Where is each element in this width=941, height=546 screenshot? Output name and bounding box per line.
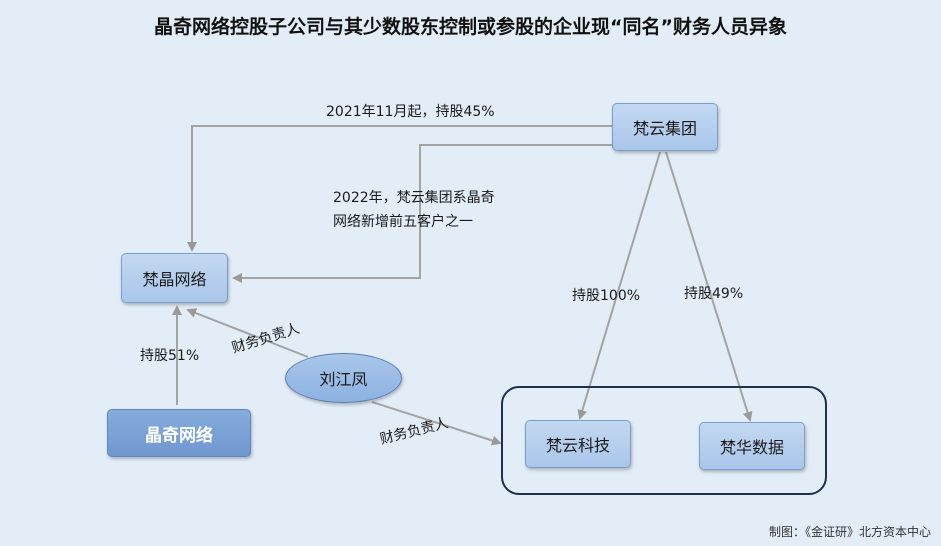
label-top5-customer-line2: 网络新增前五客户之一 <box>333 214 473 230</box>
source-credit: 制图：《金证研》北方资本中心 <box>768 525 931 539</box>
node-fanyun-group: 梵云集团 <box>612 103 718 151</box>
node-liu-jiangfeng: 刘江凤 <box>285 353 402 403</box>
label-holds-51: 持股51% <box>140 348 200 364</box>
edge-group-to-fanyun-tech <box>577 151 661 420</box>
edge-group-to-fanhua-data <box>665 151 753 422</box>
node-fanhua-data: 梵华数据 <box>699 422 805 470</box>
node-fanyun-tech: 梵云科技 <box>525 420 631 468</box>
edge-group-to-fanjing-45 <box>187 125 612 252</box>
node-jingqi-network: 晶奇网络 <box>107 409 251 457</box>
label-holds-100: 持股100% <box>572 288 641 304</box>
edge-liu-to-fanyun-tech <box>371 401 502 446</box>
label-since-2021: 2021年11月起，持股45% <box>326 104 495 120</box>
page-title: 晶奇网络控股子公司与其少数股东控制或参股的企业现“同名”财务人员异象 <box>154 16 787 38</box>
node-fanjing-network: 梵晶网络 <box>121 253 228 303</box>
subsidiary-group-box <box>501 386 827 495</box>
label-holds-49: 持股49% <box>684 286 744 302</box>
edge-liu-to-fanjing <box>186 308 309 358</box>
label-top5-customer-line1: 2022年，梵云集团系晶奇 <box>333 190 495 206</box>
edge-group-to-fanjing-customer <box>232 144 612 283</box>
